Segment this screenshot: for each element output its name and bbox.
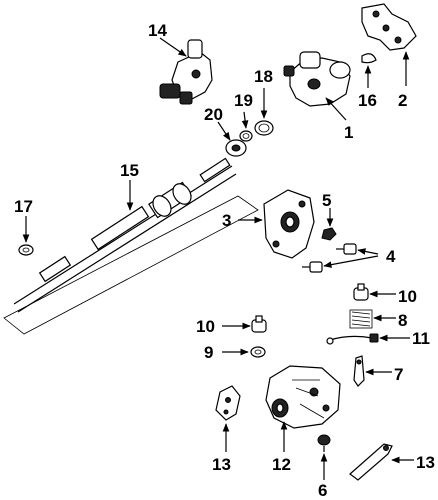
callout-5: 5 <box>322 191 331 210</box>
callout-20: 20 <box>204 105 223 124</box>
clip-part <box>361 53 377 64</box>
washer-part <box>239 130 253 142</box>
bracket-part <box>361 3 417 51</box>
callout-15: 15 <box>120 161 139 180</box>
tilt-mechanism-part <box>265 365 341 429</box>
spring-part <box>349 309 373 329</box>
callout-12: 12 <box>272 455 291 474</box>
cap-part-right <box>353 283 369 301</box>
callout-8: 8 <box>398 311 407 330</box>
callout-16: 16 <box>358 91 377 110</box>
cap-part-left <box>251 315 267 333</box>
leader-20 <box>217 121 231 141</box>
link-part-right <box>349 443 393 481</box>
callout-2: 2 <box>398 91 407 110</box>
leader-4b <box>323 255 379 268</box>
bearing-part <box>225 139 247 157</box>
callout-1: 1 <box>344 123 353 142</box>
callout-10b: 10 <box>398 287 417 306</box>
steering-shaft-part <box>3 157 259 335</box>
screw-part <box>317 434 331 452</box>
callout-9: 9 <box>204 343 213 362</box>
callout-18: 18 <box>254 67 273 86</box>
callout-17: 17 <box>14 197 33 216</box>
nut-part <box>18 244 34 256</box>
ignition-switch-part <box>159 39 213 105</box>
leader-1 <box>325 97 347 121</box>
leader-19 <box>241 111 249 129</box>
callout-3: 3 <box>222 211 231 230</box>
callout-7: 7 <box>394 365 403 384</box>
callout-6: 6 <box>318 481 327 500</box>
callout-11: 11 <box>412 329 430 348</box>
hex-nut-part <box>321 227 337 241</box>
small-washer-part <box>250 346 266 358</box>
lock-housing-part <box>283 51 351 107</box>
bolt-part-upper <box>336 243 357 255</box>
callout-13a: 13 <box>212 455 231 474</box>
callout-4: 4 <box>386 247 396 266</box>
callout-13b: 13 <box>416 453 435 472</box>
link-part-left <box>215 385 241 421</box>
column-housing-part <box>263 189 315 259</box>
callout-19: 19 <box>234 91 253 110</box>
lever-part <box>353 355 365 387</box>
leader-4a <box>357 248 379 255</box>
cable-part <box>326 333 379 345</box>
callout-10a: 10 <box>196 317 215 336</box>
bolt-part-lower <box>302 261 323 273</box>
leader-14 <box>159 37 187 57</box>
callout-14: 14 <box>148 21 167 40</box>
bushing-part <box>254 120 274 136</box>
